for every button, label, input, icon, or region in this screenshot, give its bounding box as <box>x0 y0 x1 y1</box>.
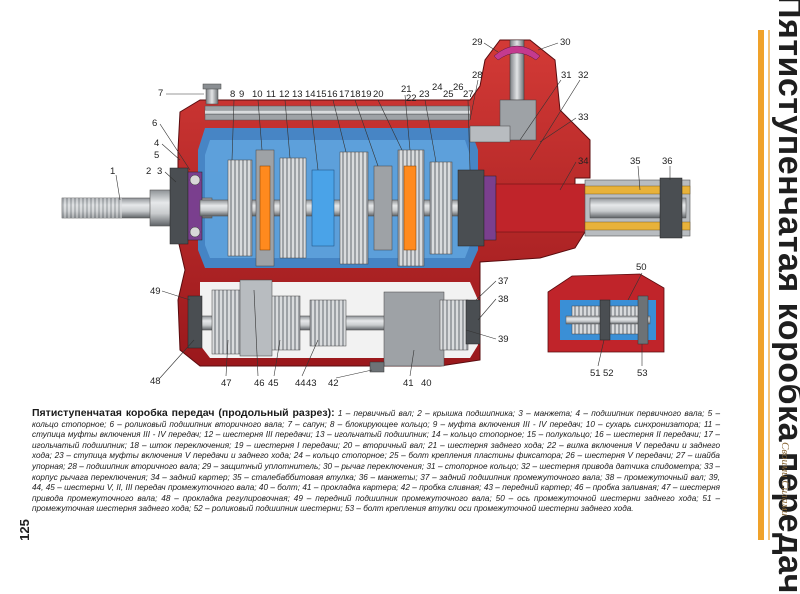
series-logo: Своими Силами <box>779 441 791 517</box>
callout-42: 42 <box>328 378 339 389</box>
output-extension <box>584 177 691 239</box>
callout-9: 9 <box>239 89 244 100</box>
callout-13: 13 <box>292 89 303 100</box>
callout-24: 24 <box>432 82 443 93</box>
callout-39: 39 <box>498 334 509 345</box>
callout-35: 35 <box>630 156 641 167</box>
callout-51: 51 <box>590 368 601 379</box>
callout-15: 15 <box>316 89 327 100</box>
callout-2: 2 <box>146 166 151 177</box>
callout-45: 45 <box>268 378 279 389</box>
callout-41: 41 <box>403 378 414 389</box>
reverse-idler-detail <box>547 273 665 353</box>
callout-44: 44 <box>295 378 306 389</box>
callout-8: 8 <box>230 89 235 100</box>
callout-29: 29 <box>472 37 483 48</box>
shift-lever-assembly <box>469 39 541 143</box>
front-bearing-group <box>169 167 203 245</box>
callout-21: 21 <box>401 84 412 95</box>
figure-caption: Пятиступенчатая коробка передач (продоль… <box>32 408 720 515</box>
caption-body: 1 – первичный вал; 2 – крышка подшипника… <box>32 409 721 514</box>
callout-16: 16 <box>327 89 338 100</box>
callout-23: 23 <box>419 89 430 100</box>
page-number: 125 <box>16 519 32 541</box>
callout-32: 32 <box>578 70 589 81</box>
callout-20: 20 <box>373 89 384 100</box>
callout-46: 46 <box>254 378 265 389</box>
callout-40: 40 <box>421 378 432 389</box>
callout-36: 36 <box>662 156 673 167</box>
callout-48: 48 <box>150 376 161 387</box>
callout-3: 3 <box>157 166 162 177</box>
callout-37: 37 <box>498 276 509 287</box>
callout-17: 17 <box>339 89 350 100</box>
callout-7: 7 <box>158 88 163 99</box>
callout-27: 27 <box>463 89 474 100</box>
callout-49: 49 <box>150 286 161 297</box>
intermediate-shaft-38 <box>187 279 481 367</box>
main-shaft-gears <box>227 149 453 267</box>
callout-26: 26 <box>453 82 464 93</box>
callout-12: 12 <box>279 89 290 100</box>
callout-52: 52 <box>603 368 614 379</box>
rear-section <box>457 169 587 247</box>
callout-33: 33 <box>578 112 589 123</box>
callout-30: 30 <box>560 37 571 48</box>
callout-1: 1 <box>110 166 115 177</box>
callout-25: 25 <box>443 89 454 100</box>
callout-22: 22 <box>406 93 417 104</box>
accent-strip <box>758 30 764 540</box>
callout-19: 19 <box>361 89 372 100</box>
callout-47: 47 <box>221 378 232 389</box>
callout-10: 10 <box>252 89 263 100</box>
caption-title: Пятиступенчатая коробка передач (продоль… <box>32 407 335 419</box>
drain-plug-42 <box>369 361 385 373</box>
callout-5: 5 <box>154 150 159 161</box>
callout-11: 11 <box>266 89 276 100</box>
callout-38: 38 <box>498 294 509 305</box>
callout-6: 6 <box>152 118 157 129</box>
callout-34: 34 <box>578 156 589 167</box>
callout-50: 50 <box>636 262 647 273</box>
callout-31: 31 <box>561 70 572 81</box>
callout-53: 53 <box>637 368 648 379</box>
callout-18: 18 <box>350 89 361 100</box>
breather-7 <box>202 83 222 105</box>
callout-14: 14 <box>305 89 316 100</box>
callout-43: 43 <box>306 378 317 389</box>
callout-4: 4 <box>154 138 159 149</box>
gearbox-cross-section-drawing: 1 2 3 4 5 6 7 8 9 10 11 12 13 14 15 16 1… <box>61 37 691 389</box>
accent-strip-thin <box>768 30 770 540</box>
callout-labels: 1 2 3 4 5 6 7 8 9 10 11 12 13 14 15 16 1… <box>110 37 673 389</box>
callout-28: 28 <box>472 70 483 81</box>
